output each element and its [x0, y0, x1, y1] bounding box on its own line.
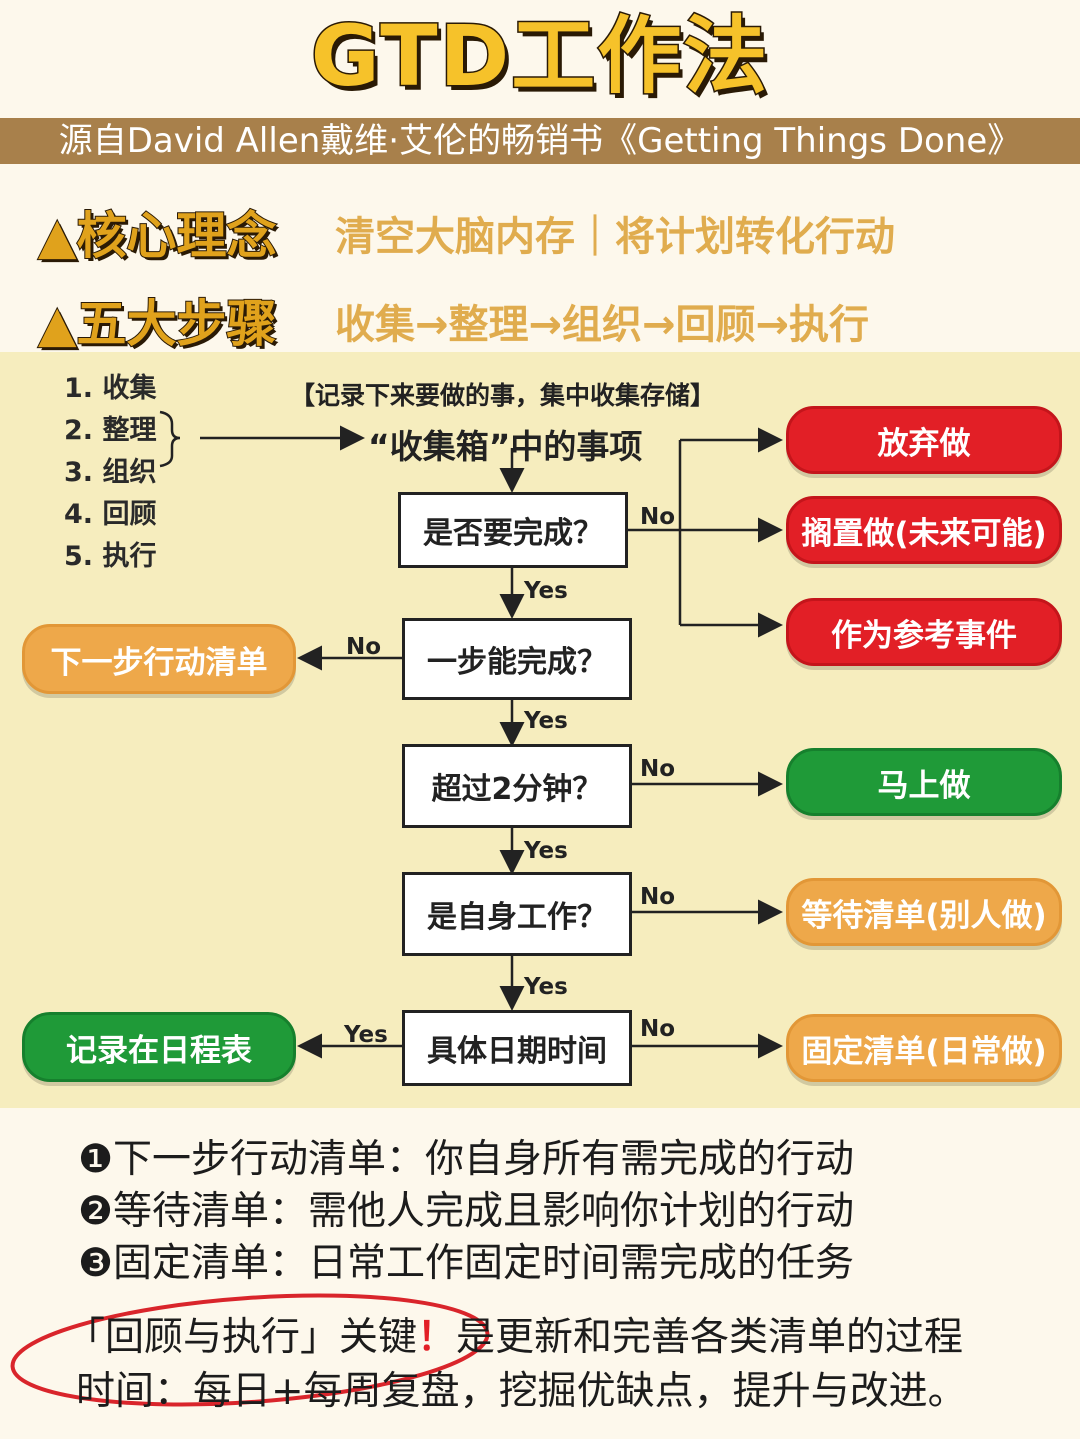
- core-label: ▲核心理念: [37, 206, 277, 266]
- label-yes-3: Yes: [524, 838, 568, 864]
- decision-specific-date: 具体日期时间: [402, 1010, 632, 1086]
- outcome-do-now: 马上做: [786, 748, 1062, 816]
- step-brace: [159, 410, 181, 468]
- label-yes-5: Yes: [344, 1022, 388, 1048]
- step-2: 2. 整理: [64, 415, 157, 446]
- note-2: ❷等待清单：需他人完成且影响你计划的行动: [78, 1180, 854, 1236]
- footer-exclaim: ！: [417, 1315, 457, 1360]
- core-text: 清空大脑内存｜将计划转化行动: [335, 214, 895, 260]
- outcome-waiting-list: 等待清单(别人做): [786, 878, 1062, 946]
- flowchart-panel: [0, 352, 1080, 1108]
- outcome-calendar: 记录在日程表: [22, 1012, 296, 1082]
- outcome-defer: 搁置做(未来可能): [786, 496, 1062, 564]
- outcome-next-action-list: 下一步行动清单: [22, 624, 296, 694]
- inbox-label: “收集箱”中的事项: [368, 427, 643, 466]
- decision-must-complete: 是否要完成？: [398, 492, 628, 568]
- note-3: ❸固定清单：日常工作固定时间需完成的任务: [78, 1232, 854, 1288]
- source-banner: 源自David Allen戴维·艾伦的畅销书《Getting Things Do…: [0, 118, 1080, 164]
- footer-line-1-b: 是更新和完善各类清单的过程: [456, 1315, 964, 1360]
- decision-one-step: 一步能完成？: [402, 618, 632, 700]
- note-1: ❶下一步行动清单：你自身所有需完成的行动: [78, 1128, 854, 1184]
- outcome-abandon: 放弃做: [786, 406, 1062, 474]
- label-yes-2: Yes: [524, 708, 568, 734]
- decision-over-2min: 超过2分钟？: [402, 744, 632, 828]
- note-3-num: ❸: [78, 1241, 113, 1286]
- step-1: 1. 收集: [64, 373, 157, 404]
- step-5: 5. 执行: [64, 541, 157, 572]
- steps-text: 收集→整理→组织→回顾→执行: [335, 302, 870, 348]
- label-no-2: No: [346, 634, 382, 660]
- label-no-4: No: [640, 884, 676, 910]
- label-yes-1: Yes: [524, 578, 568, 604]
- note-2-num: ❷: [78, 1189, 113, 1234]
- highlight-circle: [10, 1293, 490, 1407]
- label-yes-4: Yes: [524, 974, 568, 1000]
- footer-line-2: 时间：每日+每周复盘，挖掘优缺点，提升与改进。: [76, 1369, 967, 1414]
- page-title: GTD工作法: [309, 6, 770, 107]
- note-1-num: ❶: [78, 1137, 113, 1182]
- note-3-text: 固定清单：日常工作固定时间需完成的任务: [112, 1241, 854, 1286]
- collect-note: 【记录下来要做的事，集中收集存储】: [290, 381, 716, 410]
- outcome-reference: 作为参考事件: [786, 598, 1062, 666]
- label-no-1: No: [640, 504, 676, 530]
- step-4: 4. 回顾: [64, 499, 157, 530]
- decision-own-work: 是自身工作？: [402, 872, 632, 956]
- note-2-text: 等待清单：需他人完成且影响你计划的行动: [112, 1189, 854, 1234]
- steps-label: ▲五大步骤: [37, 294, 277, 354]
- note-1-text: 下一步行动清单：你自身所有需完成的行动: [112, 1137, 854, 1182]
- footer-line-1-a: 「回顾与执行」关键: [66, 1315, 418, 1360]
- footer-line-1: 「回顾与执行」关键！是更新和完善各类清单的过程: [66, 1306, 963, 1362]
- step-3: 3. 组织: [64, 457, 157, 488]
- outcome-fixed-list: 固定清单(日常做): [786, 1014, 1062, 1082]
- label-no-5: No: [640, 1016, 676, 1042]
- label-no-3: No: [640, 756, 676, 782]
